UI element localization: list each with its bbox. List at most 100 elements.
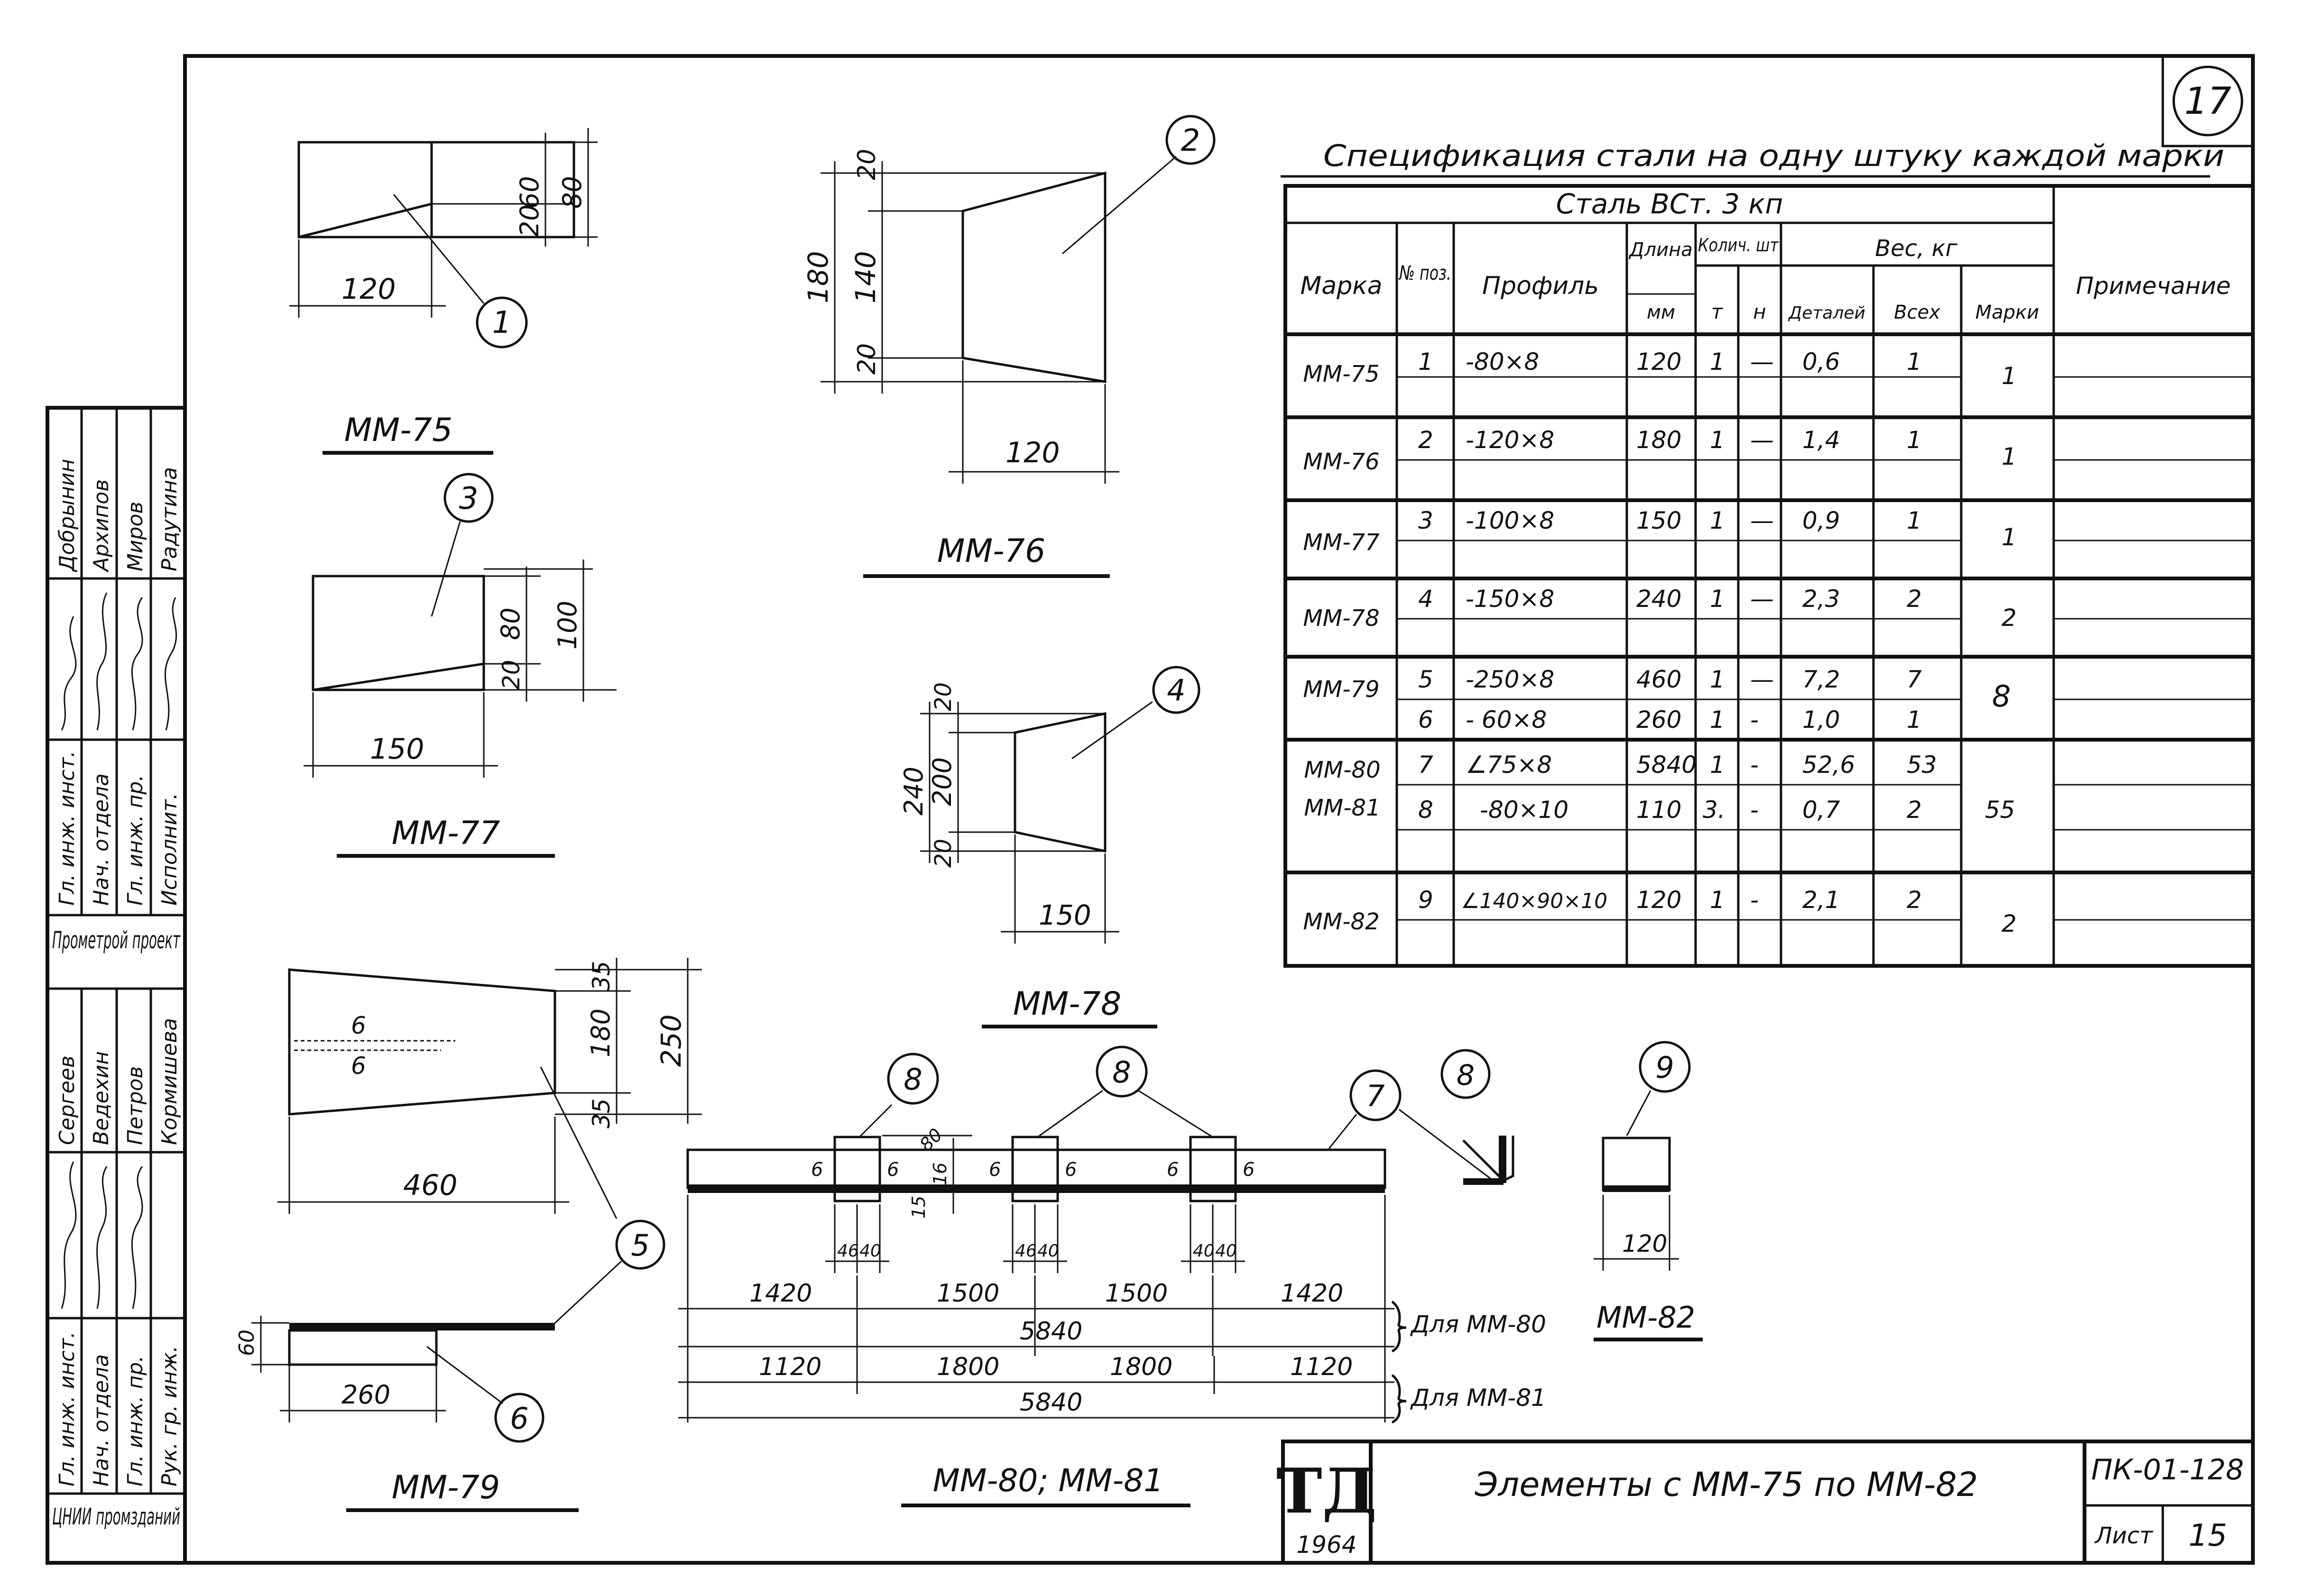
part-mm78: 240 200 20 20 150 4 ММ-78	[899, 666, 1200, 1028]
svg-text:1: 1	[1907, 348, 1922, 376]
dim-mm79-60: 60	[235, 1330, 259, 1356]
balloon-pos-2: 2	[1181, 123, 1200, 158]
label-mm77: ММ-77	[392, 815, 500, 852]
weld-mm79-6b: 6	[351, 1052, 366, 1080]
sheet-number-top: 17	[2184, 80, 2231, 123]
svg-text:1: 1	[1710, 507, 1725, 534]
svg-text:180: 180	[1636, 426, 1681, 454]
dim-plate-46b: 46	[1015, 1241, 1037, 1261]
svg-text:- 60×8: - 60×8	[1466, 706, 1547, 734]
svg-text:-: -	[1750, 751, 1759, 779]
for-mm80: Для ММ-80	[1410, 1311, 1546, 1338]
svg-text:260: 260	[1636, 706, 1681, 734]
spec-caption: Спецификация стали на одну штуку каждой …	[1323, 138, 2224, 173]
stamp-name-2: Архипов	[89, 479, 113, 573]
dim-r2-b: 1800	[937, 1353, 999, 1381]
dim-mm75-120: 120	[341, 273, 396, 306]
part-mm82: 9 120 ММ-82	[1594, 1041, 1703, 1341]
weld-6-a1: 6	[811, 1159, 823, 1181]
svg-text:2,1: 2,1	[1802, 886, 1840, 914]
plate-pos-6	[288, 1329, 438, 1366]
dim-r2-total: 5840	[1020, 1388, 1082, 1417]
dim-r1-c: 1500	[1105, 1279, 1168, 1308]
svg-text:2: 2	[1907, 585, 1922, 613]
stamp-role-2: Нач. отдела	[89, 773, 113, 906]
svg-text:7,2: 7,2	[1802, 666, 1840, 693]
svg-text:1: 1	[1710, 348, 1725, 376]
dim-r1-b: 1500	[937, 1279, 999, 1308]
svg-text:1: 1	[1710, 426, 1725, 454]
dim-plate-40c: 40	[1193, 1241, 1215, 1261]
logo-td: ТД	[1276, 1455, 1377, 1527]
dim-r2-d: 1120	[1290, 1353, 1353, 1381]
dim-mm77-100: 100	[553, 601, 582, 650]
stamp-name-1: Добрынин	[55, 459, 79, 572]
stamp-name-b2: Ведехин	[89, 1051, 113, 1145]
svg-text:-80×8: -80×8	[1466, 348, 1539, 376]
hdr-qty-t: т	[1711, 300, 1724, 323]
svg-text:—: —	[1750, 585, 1774, 613]
balloon-pos-6: 6	[510, 1401, 528, 1436]
side-stamp: Гл. инж. инст. Нач. отдела Гл. инж. пр. …	[46, 406, 187, 1565]
svg-text:8: 8	[1418, 796, 1433, 824]
svg-text:1: 1	[1907, 507, 1922, 534]
svg-text:1: 1	[1710, 706, 1725, 734]
svg-text:—: —	[1750, 426, 1774, 454]
label-mm75: ММ-75	[344, 412, 452, 449]
mark-mm81: ММ-81	[1304, 795, 1380, 821]
dim-mm82-120: 120	[1622, 1230, 1667, 1257]
for-mm81: Для ММ-81	[1410, 1384, 1546, 1412]
sheet-number: 15	[2188, 1518, 2227, 1553]
svg-text:1: 1	[2002, 362, 2017, 390]
dim-plate-46a: 46	[837, 1241, 859, 1261]
svg-text:52,6: 52,6	[1802, 751, 1855, 779]
dim-r2-a: 1120	[759, 1353, 821, 1381]
svg-text:0,9: 0,9	[1802, 507, 1840, 534]
dim-mm79-35b: 35	[588, 1098, 615, 1128]
sheet-label: Лист	[2094, 1523, 2154, 1549]
mark-mm80: ММ-80	[1304, 757, 1380, 783]
signatures-top	[61, 592, 177, 731]
stamp-role-b2: Нач. отдела	[89, 1354, 113, 1486]
hdr-w-det: Деталей	[1788, 303, 1865, 323]
svg-text:—: —	[1750, 348, 1774, 376]
dim-mm78-240: 240	[899, 767, 929, 816]
plate-pos-5-side	[289, 1323, 555, 1330]
svg-text:3: 3	[1418, 507, 1433, 534]
hdr-note: Примечание	[2076, 272, 2231, 300]
mark-mm75: ММ-75	[1303, 361, 1379, 387]
angle-pos-7	[686, 1148, 1386, 1189]
hdr-mark: Марка	[1300, 272, 1382, 300]
svg-text:5840: 5840	[1636, 751, 1697, 779]
label-mm82: ММ-82	[1596, 1300, 1695, 1335]
svg-text:2: 2	[1418, 426, 1433, 454]
svg-text:-: -	[1750, 706, 1759, 734]
label-mm80-81: ММ-80; ММ-81	[933, 1462, 1164, 1499]
svg-text:1: 1	[1907, 426, 1922, 454]
svg-text:460: 460	[1636, 666, 1681, 693]
stamp-name-b1: Сергеев	[55, 1055, 79, 1145]
hdr-length-unit: мм	[1647, 302, 1675, 323]
sheet-code: ПК-01-128	[2091, 1453, 2244, 1486]
svg-text:-250×8: -250×8	[1466, 666, 1554, 693]
hdr-profile: Профиль	[1482, 272, 1599, 300]
svg-text:—: —	[1750, 507, 1774, 534]
dim-mm76-140: 140	[849, 251, 882, 303]
svg-text:-120×8: -120×8	[1466, 426, 1554, 454]
dim-r2-c: 1800	[1110, 1353, 1172, 1381]
dim-r1-total: 5840	[1020, 1317, 1082, 1346]
dim-mm78-20b: 20	[930, 839, 957, 868]
svg-text:9: 9	[1418, 886, 1433, 914]
svg-text:8: 8	[1992, 679, 2011, 714]
hdr-weight: Вес, кг	[1875, 235, 1957, 262]
plate-pos-8-a	[833, 1136, 881, 1202]
svg-text:1: 1	[2002, 523, 2017, 551]
svg-text:-80×10: -80×10	[1480, 796, 1568, 824]
stamp-org-mid: Прометрой проект	[52, 926, 181, 954]
stamp-role-3: Гл. инж. пр.	[123, 775, 148, 906]
mark-mm82: ММ-82	[1303, 908, 1379, 935]
svg-text:240: 240	[1636, 585, 1681, 613]
svg-text:110: 110	[1636, 796, 1681, 824]
dim-plate-15: 15	[908, 1196, 929, 1219]
spec-rows: ММ-75 1 -80×8 120 1 — 0,6 1 1 ММ-76 2 -1…	[1303, 348, 2016, 937]
